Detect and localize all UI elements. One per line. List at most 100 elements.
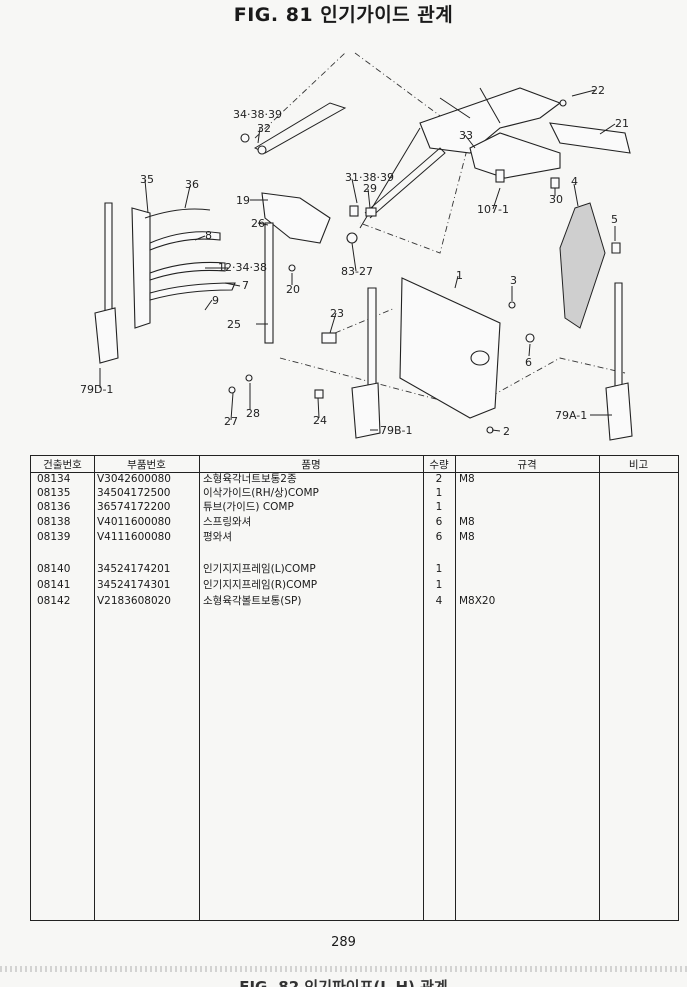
cell-name: 인기지지프레임(L)COMP [203, 563, 316, 575]
callout-label: 20 [286, 283, 300, 296]
clip [365, 207, 377, 217]
guide-line [279, 357, 626, 409]
cell-code: 08134 [37, 473, 71, 485]
table-row: 08141 34524174301 인기지지프레임(R)COMP 1 [31, 579, 678, 592]
frame-79d-base [94, 307, 119, 364]
cell-part-no: V2183608020 [97, 595, 171, 607]
plate-35 [131, 207, 151, 329]
panel-hole [470, 350, 490, 366]
rod-29 [364, 147, 446, 219]
bolt-83 [346, 232, 358, 244]
callout-label: 21 [615, 117, 629, 130]
callout-label: 29 [363, 182, 377, 195]
cell-qty: 2 [435, 473, 443, 485]
cell-part-no: 34504172500 [97, 487, 171, 499]
frame-79a-base [605, 382, 633, 441]
callout-label: 4 [571, 175, 578, 188]
callout-label: 36 [185, 178, 199, 191]
guide-line [354, 52, 471, 254]
cell-qty: 6 [435, 516, 443, 528]
cell-name: 튜브(가이드) COMP [203, 501, 294, 513]
bolt-28 [245, 374, 253, 382]
guide-strip [149, 261, 226, 281]
figure-title: FIG. 81 인기가이드 관계 [233, 4, 454, 26]
callout-label: 34·38·39 [233, 108, 282, 121]
bolt-24 [314, 389, 324, 399]
header-part-no: 부품번호 [127, 459, 166, 471]
table-header: 건출번호 부품번호 품명 수량 규격 비고 [31, 456, 678, 473]
callout-label: 22 [591, 84, 605, 97]
cell-qty: 1 [435, 579, 443, 591]
callout-label: 24 [313, 414, 327, 427]
cell-name: 소형육각너트보통2종 [203, 473, 297, 485]
header-remarks: 비고 [628, 459, 649, 471]
cell-qty: 1 [435, 487, 443, 499]
cell-spec: M8 [459, 516, 475, 528]
guide-line [254, 52, 346, 139]
callout-label: 5 [611, 213, 618, 226]
table-row: 08135 34504172500 이삭가이드(RH/상)COMP 1 [31, 487, 678, 500]
callout-label: 8 [205, 229, 212, 242]
leader-lines [99, 89, 616, 432]
nut [257, 145, 267, 155]
column-rule [94, 456, 95, 920]
rod-25 [264, 222, 274, 344]
callout-label: 79B-1 [380, 424, 413, 437]
callout-label: 12·34·38 [218, 261, 267, 274]
cell-part-no: 34524174301 [97, 579, 171, 591]
clip [349, 205, 359, 217]
next-figure-title: FIG. 82 인기파이프(L.H) 관계 [239, 978, 448, 987]
cell-name: 이삭가이드(RH/상)COMP [203, 487, 319, 499]
cell-part-no: 34524174201 [97, 563, 171, 575]
bolt-30 [550, 177, 560, 189]
callout-label: 25 [227, 318, 241, 331]
bolt [240, 133, 250, 143]
bolt-3 [508, 301, 516, 309]
callout-label: 107-1 [477, 203, 509, 216]
cell-part-no: V3042600080 [97, 473, 171, 485]
guide-plate [549, 122, 631, 154]
header-code: 건출번호 [43, 459, 82, 471]
guide-strip [149, 231, 221, 251]
header-qty: 수량 [429, 459, 449, 471]
table-row: 08140 34524174201 인기지지프레임(L)COMP 1 [31, 563, 678, 576]
cell-name: 평와셔 [203, 531, 232, 543]
bolt-22 [559, 99, 567, 107]
cell-part-no: 36574172200 [97, 501, 171, 513]
callout-label: 9 [212, 294, 219, 307]
table-row: 08136 36574172200 튜브(가이드) COMP 1 [31, 501, 678, 514]
parts-table: 건출번호 부품번호 품명 수량 규격 비고 08134 V3042600080 … [30, 455, 679, 921]
header-spec: 규격 [517, 459, 537, 471]
cell-code: 08142 [37, 595, 71, 607]
cell-qty: 6 [435, 531, 443, 543]
column-rule [423, 456, 424, 920]
guide-line [334, 307, 396, 334]
callout-label: 27 [224, 415, 238, 428]
page-number: 289 [331, 935, 356, 950]
upper-bracket [419, 87, 562, 154]
cell-spec: M8 [459, 531, 475, 543]
callout-label: 83-27 [341, 265, 373, 278]
callout-label: 6 [525, 356, 532, 369]
cell-code: 08138 [37, 516, 71, 528]
cell-qty: 1 [435, 563, 443, 575]
cell-name: 소형육각볼트보통(SP) [203, 595, 302, 607]
cell-code: 08136 [37, 501, 71, 513]
cell-part-no: V4111600080 [97, 531, 171, 543]
callout-label: 19 [236, 194, 250, 207]
cell-name: 인기지지프레임(R)COMP [203, 579, 318, 591]
callout-label: 32 [257, 122, 271, 135]
frame-79b-base [351, 382, 381, 439]
cell-spec: M8 [459, 473, 475, 485]
cell-code: 08139 [37, 531, 71, 543]
callout-label: 23 [330, 307, 344, 320]
bracket-19 [261, 192, 331, 244]
table-row: 08134 V3042600080 소형육각너트보통2종 2 M8 [31, 473, 678, 486]
guide-4 [559, 202, 606, 329]
callout-label: 2 [503, 425, 510, 438]
callout-label: 1 [456, 269, 463, 282]
cell-code: 08135 [37, 487, 71, 499]
callout-label: 30 [549, 193, 563, 206]
cell-spec: M8X20 [459, 595, 496, 607]
